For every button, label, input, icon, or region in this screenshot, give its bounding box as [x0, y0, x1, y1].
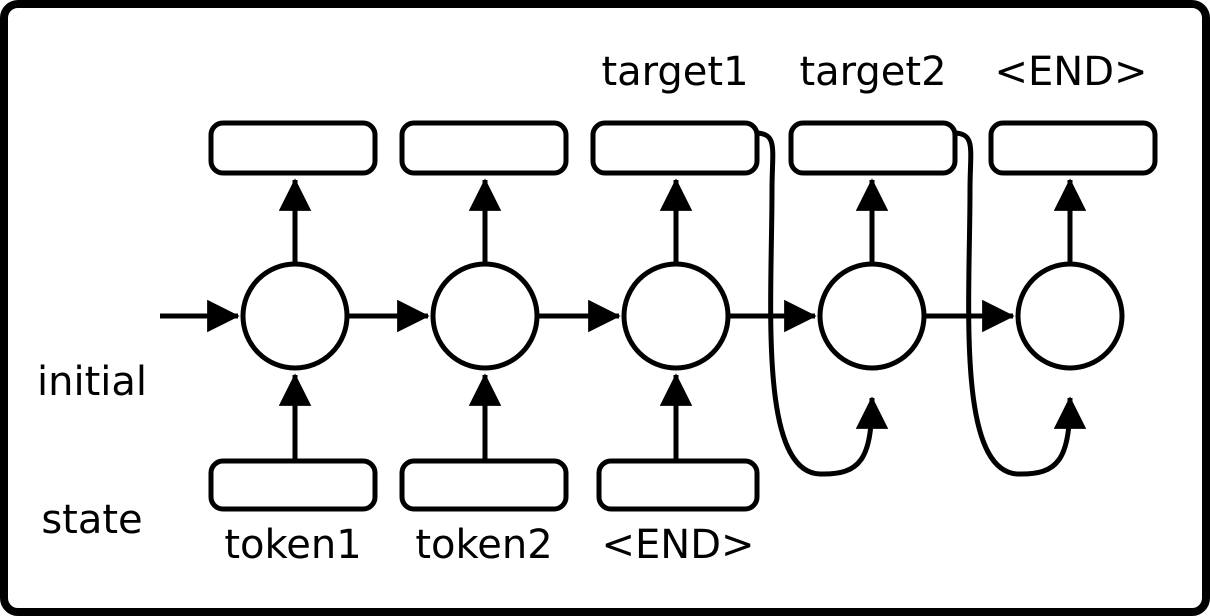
rnn-cell-4: [817, 261, 927, 371]
input-box-1: [208, 458, 378, 512]
bottom-label-end: <END>: [601, 522, 755, 568]
output-box-4: [788, 120, 958, 176]
feedback-loop-4-to-5: [954, 130, 1087, 477]
top-label-target2: target2: [799, 49, 947, 95]
rnn-cell-2: [430, 261, 540, 371]
bottom-label-token1: token1: [224, 522, 362, 568]
output-box-1: [208, 120, 378, 176]
output-box-3: [590, 120, 760, 176]
rnn-cell-3: [621, 261, 731, 371]
input-box-2: [399, 458, 569, 512]
top-label-target1: target1: [601, 49, 749, 95]
input-box-3: [596, 458, 760, 512]
feedback-loop-3-to-4: [756, 130, 889, 477]
output-box-5: [988, 120, 1158, 176]
rnn-cell-5: [1015, 261, 1125, 371]
bottom-label-token2: token2: [415, 522, 553, 568]
rnn-cell-1: [240, 261, 350, 371]
initial-state-label: initial state: [26, 267, 158, 616]
initial-state-line-2: state: [41, 497, 143, 543]
output-box-2: [399, 120, 569, 176]
top-label-end: <END>: [994, 49, 1148, 95]
initial-state-line-1: initial: [37, 359, 147, 405]
